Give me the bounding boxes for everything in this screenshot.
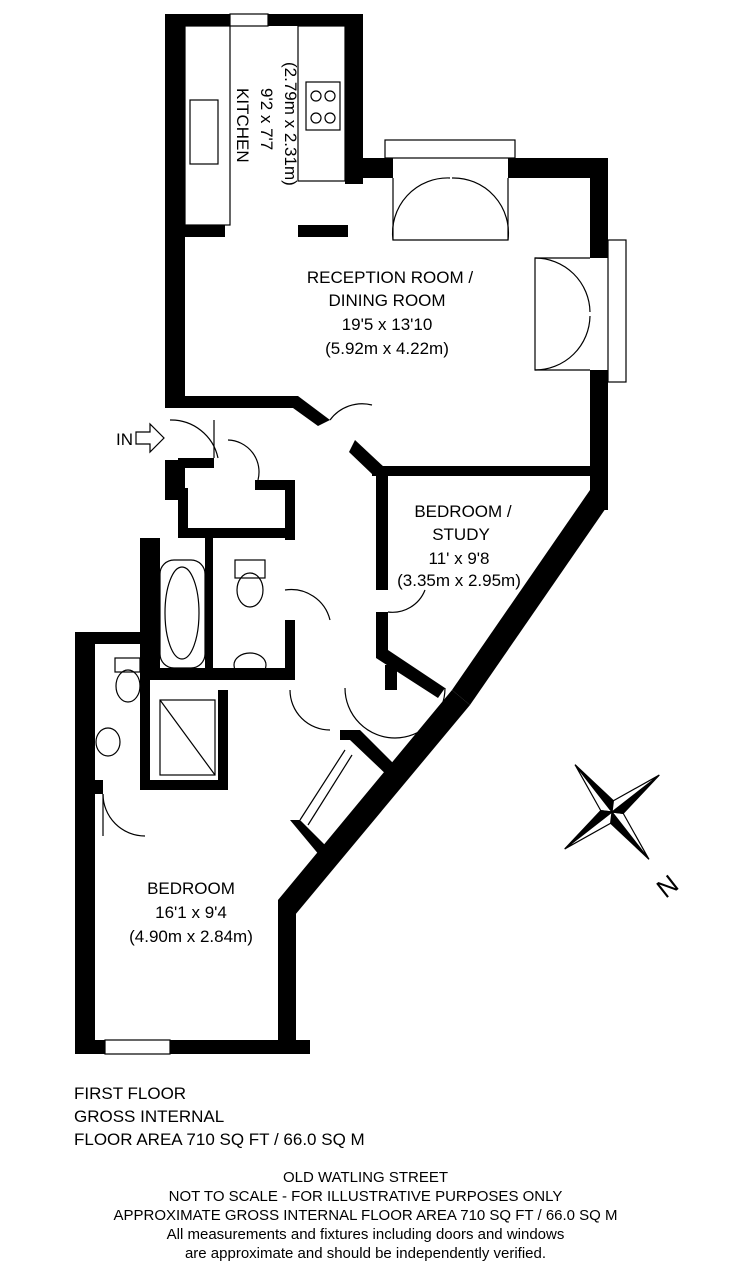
floor-plan: KITCHEN 9'2 x 7'7 (2.79m x 2.31m) RECEPT… — [75, 13, 684, 1055]
bedroom-dims-metric: (4.90m x 2.84m) — [129, 927, 253, 946]
compass-rose-icon — [564, 764, 660, 860]
room-labels: KITCHEN 9'2 x 7'7 (2.79m x 2.31m) RECEPT… — [129, 62, 521, 946]
reception-dims-metric: (5.92m x 4.22m) — [325, 339, 449, 358]
floor-info-line2: GROSS INTERNAL — [74, 1107, 225, 1126]
reception-name-line2: DINING ROOM — [328, 291, 445, 310]
disclaimer: OLD WATLING STREET NOT TO SCALE - FOR IL… — [0, 1168, 731, 1263]
bedroom-name: BEDROOM — [147, 879, 235, 898]
reception-name-line1: RECEPTION ROOM / — [307, 268, 474, 287]
disclaimer-line1: OLD WATLING STREET — [282, 1169, 448, 1186]
walls — [75, 14, 608, 1054]
kitchen-dims-imperial: 9'2 x 7'7 — [257, 88, 276, 150]
study-name-line2: STUDY — [432, 525, 490, 544]
kitchen-name: KITCHEN — [233, 88, 252, 163]
compass-north-label: N — [651, 869, 684, 904]
floor-info: FIRST FLOOR GROSS INTERNAL FLOOR AREA 71… — [74, 1082, 365, 1151]
bedroom-dims-imperial: 16'1 x 9'4 — [155, 903, 227, 922]
fixtures — [95, 13, 627, 1055]
disclaimer-line2: NOT TO SCALE - FOR ILLUSTRATIVE PURPOSES… — [168, 1188, 563, 1205]
entrance-arrow-icon — [135, 422, 165, 454]
floor-info-line1: FIRST FLOOR — [74, 1084, 187, 1103]
entrance-label: IN — [116, 430, 133, 449]
entrance-marker: IN — [116, 422, 165, 454]
kitchen-dims-metric: (2.79m x 2.31m) — [281, 62, 300, 186]
study-dims-metric: (3.35m x 2.95m) — [397, 571, 521, 590]
disclaimer-line5: are approximate and should be independen… — [184, 1245, 547, 1262]
reception-dims-imperial: 19'5 x 13'10 — [342, 315, 433, 334]
study-name-line1: BEDROOM / — [414, 502, 512, 521]
disclaimer-line3: APPROXIMATE GROSS INTERNAL FLOOR AREA 71… — [113, 1207, 618, 1224]
study-dims-imperial: 11' x 9'8 — [429, 549, 490, 568]
disclaimer-line4: All measurements and fixtures including … — [166, 1226, 565, 1243]
floor-info-line3: FLOOR AREA 710 SQ FT / 66.0 SQ M — [74, 1130, 365, 1149]
